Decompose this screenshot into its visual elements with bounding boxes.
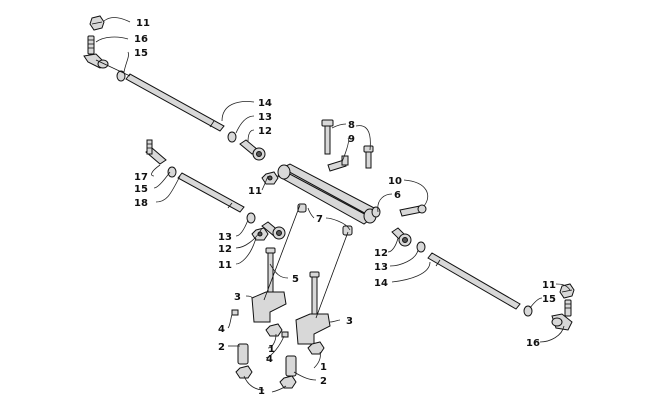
tie-rod-end-right (551, 299, 573, 331)
callout-18: 18 (134, 198, 148, 209)
nut-right (559, 283, 575, 299)
jam-nut-right (523, 305, 533, 317)
callout-12-mid: 12 (258, 126, 272, 137)
callout-2-right: 2 (320, 376, 327, 387)
tie-rod-end-left (145, 139, 167, 165)
callout-7: 7 (316, 214, 323, 225)
callout-3-right: 3 (346, 316, 353, 327)
bolt-9 (327, 155, 349, 172)
callout-14-mid: 14 (258, 98, 272, 109)
washer-mid-upper (227, 131, 237, 143)
parts-group (83, 15, 575, 389)
bolt-mid-upper (239, 139, 266, 161)
callout-13-right: 13 (374, 262, 388, 273)
jam-nut-upper-left (116, 70, 126, 82)
callout-4-right: 4 (266, 354, 273, 365)
callout-labels: 11 16 15 14 13 12 8 9 17 15 18 11 7 10 6… (134, 18, 556, 397)
nut-11-left (261, 171, 279, 185)
callout-11-right: 11 (542, 280, 556, 291)
washer-lower-left (246, 212, 256, 224)
callout-14-right: 14 (374, 278, 388, 289)
callout-8: 8 (348, 120, 355, 131)
callout-10: 10 (388, 176, 402, 187)
callout-15-left: 15 (134, 184, 148, 195)
callout-1-bottom: 1 (258, 386, 265, 397)
tie-rod-left (177, 172, 245, 213)
tie-rod-right (427, 252, 521, 310)
bolt-lower-left (261, 221, 286, 240)
callout-15-right: 15 (542, 294, 556, 305)
tie-rod-upper-left (125, 73, 225, 132)
nut-1-right-bottom (279, 375, 297, 389)
callout-5: 5 (292, 274, 299, 285)
callout-17: 17 (134, 172, 148, 183)
callout-13-mid: 13 (258, 112, 272, 123)
callout-12-right: 12 (374, 248, 388, 259)
spacer-7-lower (342, 225, 353, 236)
tie-rod-end-upper-left (83, 35, 109, 69)
callout-1-left: 1 (268, 344, 275, 355)
bolt-10 (399, 204, 427, 217)
callout-1-right: 1 (320, 362, 327, 373)
callout-11-top-left: 11 (136, 18, 150, 29)
callout-2-left: 2 (218, 342, 225, 353)
callout-11-left: 11 (248, 186, 262, 197)
pin-4-left (231, 309, 239, 316)
leader-lines (95, 16, 571, 393)
callout-9: 9 (348, 134, 355, 145)
nut-1-left-bottom (235, 365, 253, 379)
washer-right (416, 241, 426, 253)
callout-12-left: 12 (218, 244, 232, 255)
callout-13-left: 13 (218, 232, 232, 243)
jam-nut-left (167, 166, 177, 178)
spacer-2-right (285, 355, 297, 377)
steering-arm-left (251, 247, 287, 323)
callout-11-lower-left: 11 (218, 260, 232, 271)
bolt-8 (321, 119, 334, 155)
callout-16-top-left: 16 (134, 34, 148, 45)
nut-1-left-top (265, 323, 283, 337)
callout-4-left: 4 (218, 324, 225, 335)
callout-3-left: 3 (234, 292, 241, 303)
bolt-right (391, 227, 412, 247)
nut-upper-left (89, 15, 105, 31)
pin-4-right (281, 331, 289, 338)
center-link (276, 163, 381, 225)
bolt-8b (363, 145, 374, 169)
callout-15-top-left: 15 (134, 48, 148, 59)
spacer-2-left (237, 343, 249, 365)
callout-16-right: 16 (526, 338, 540, 349)
callout-6: 6 (394, 190, 401, 201)
steering-arm-right (295, 271, 331, 345)
